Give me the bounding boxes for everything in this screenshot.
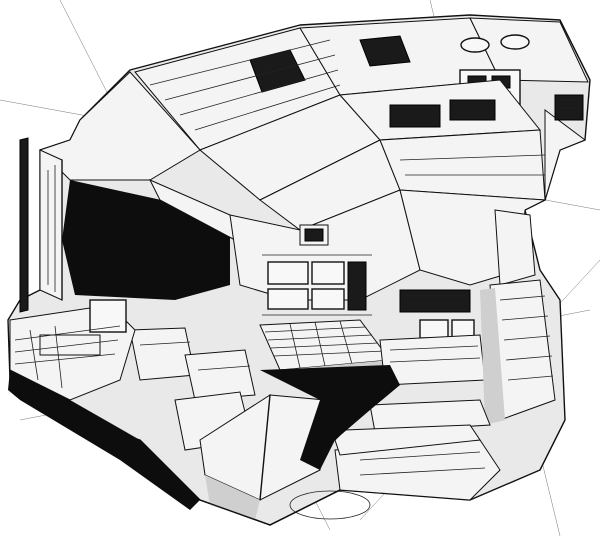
seat-headrest <box>494 209 536 286</box>
floor <box>199 365 400 526</box>
left-seat-2 <box>184 349 256 401</box>
ceiling-panels <box>134 17 589 231</box>
left-wall <box>19 71 236 313</box>
forward-screen-top-left <box>267 261 309 285</box>
left-seat-1 <box>129 327 196 381</box>
right-pilot-seat <box>480 209 556 425</box>
right-bench <box>334 399 501 501</box>
left-pilot-seats <box>129 327 326 520</box>
ceiling-right-duct <box>544 94 587 201</box>
left-console-bank <box>8 299 200 510</box>
forward-screen-top-right <box>311 261 345 285</box>
forward-screen-bottom-right <box>311 288 345 310</box>
forward-screen-bottom-left <box>267 288 309 310</box>
forward-console <box>229 189 421 385</box>
control-deck-keys <box>264 320 385 369</box>
